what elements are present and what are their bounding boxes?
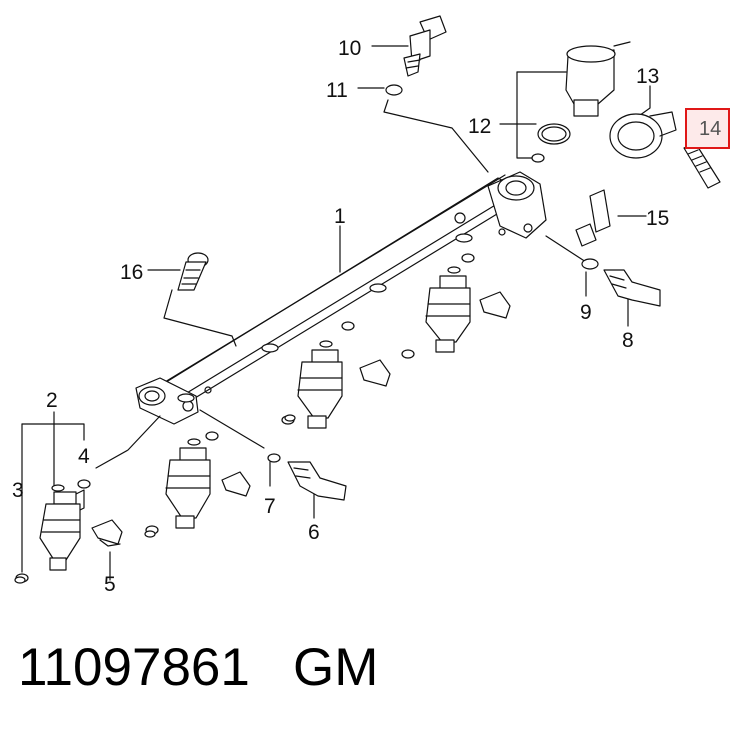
leader-lines xyxy=(21,45,651,581)
callout-1: 1 xyxy=(334,205,346,228)
injector-1 xyxy=(15,479,91,583)
fitting-15 xyxy=(575,189,611,270)
callout-15: 15 xyxy=(646,207,670,230)
callout-3: 3 xyxy=(12,479,24,502)
part-number: 11097861 xyxy=(18,638,250,697)
callout-5: 5 xyxy=(104,573,116,596)
fuel-rail xyxy=(135,171,547,425)
bolt-14 xyxy=(683,143,721,189)
callout-7: 7 xyxy=(264,495,276,518)
small-orings xyxy=(14,414,296,584)
brand-label: GM xyxy=(293,638,379,697)
callout-8: 8 xyxy=(622,329,634,352)
callout-13: 13 xyxy=(636,65,660,88)
bracket-clamp xyxy=(609,111,677,159)
injector-4 xyxy=(401,253,475,359)
bolt-16 xyxy=(177,252,209,291)
callout-14-highlighted[interactable]: 14 xyxy=(685,108,731,149)
callout-11: 11 xyxy=(326,79,348,102)
callout-9: 9 xyxy=(580,301,592,324)
callout-4: 4 xyxy=(78,445,90,468)
sensor-8 xyxy=(603,269,661,307)
pressure-regulator xyxy=(531,41,631,163)
injector-2 xyxy=(145,431,219,535)
fitting-10 xyxy=(385,15,447,96)
callout-10: 10 xyxy=(338,37,362,60)
callout-6: 6 xyxy=(308,521,320,544)
callout-12: 12 xyxy=(468,115,492,138)
clips xyxy=(91,291,511,547)
callout-16: 16 xyxy=(120,261,144,284)
callout-2: 2 xyxy=(46,389,58,412)
sensor-6 xyxy=(267,453,347,501)
